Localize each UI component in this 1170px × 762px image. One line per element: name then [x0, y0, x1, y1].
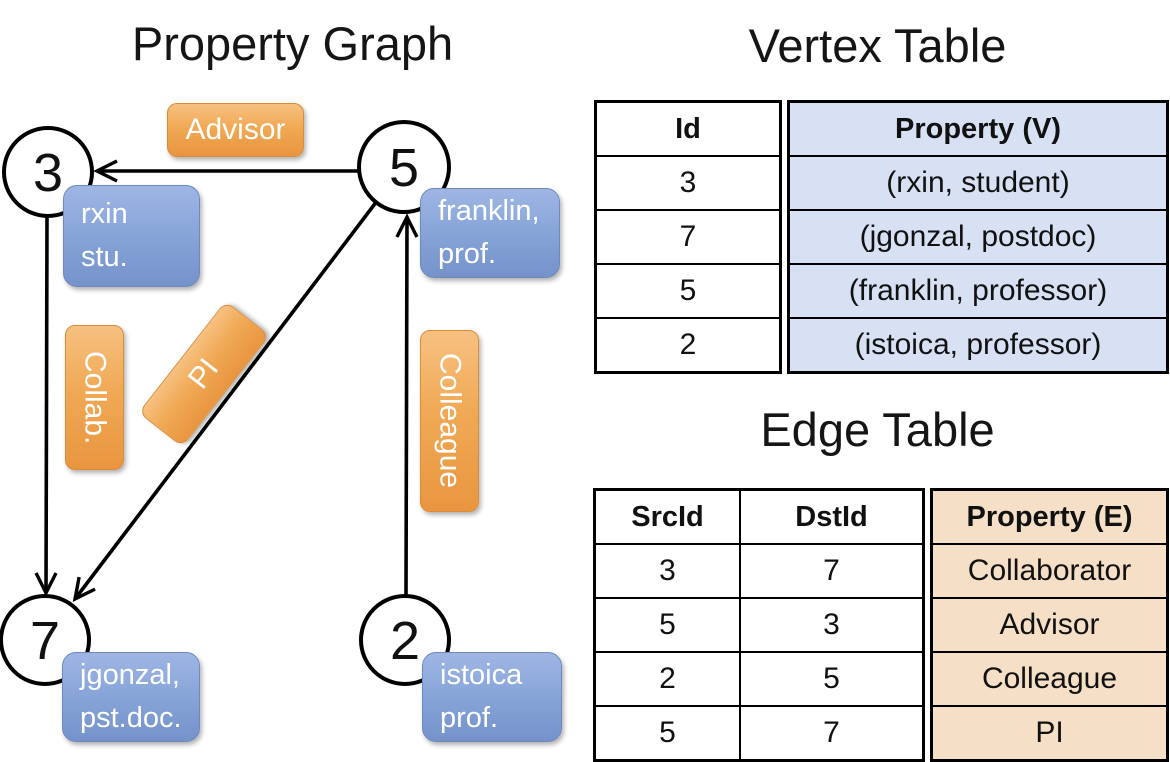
edge-table-property-column: Property (E) Collaborator Advisor Collea… [930, 488, 1169, 762]
edge-table-title: Edge Table [760, 403, 995, 456]
table-cell: 3 [596, 545, 741, 597]
property-graph-diagram: 3 5 7 2 [0, 120, 451, 686]
vertex-table-property-column: Property (V) (rxin, student) (jgonzal, p… [787, 100, 1169, 374]
edge-label-pi-text: PI [181, 352, 226, 396]
edge-line-collab-3-to-7 [34, 216, 58, 597]
table-cell: 5 [823, 662, 840, 695]
table-cell: 2 [597, 317, 779, 371]
table-row: 3 7 [596, 543, 922, 597]
node-2-id: 2 [390, 611, 420, 671]
edge-label-collab-text: Collab. [78, 350, 112, 445]
edge-line-pi-5-to-7 [72, 199, 379, 603]
table-cell: (istoica, professor) [790, 317, 1166, 371]
edge-table-header-property: Property (E) [933, 491, 1166, 543]
vertex-property-7: jgonzal, pst.doc. [62, 652, 200, 742]
vertex-property-5: franklin, prof. [420, 188, 560, 278]
table-cell: 5 [596, 707, 741, 759]
edge-label-colleague: Colleague [420, 330, 479, 512]
edge-label-colleague-text: Colleague [433, 353, 467, 489]
edge-label-advisor-text: Advisor [185, 113, 286, 146]
edge-table: SrcId DstId 3 7 5 3 2 5 5 7 Property (E)… [593, 488, 1169, 762]
vertex-table-header-id: Id [675, 112, 701, 145]
property-graph-title: Property Graph [131, 17, 454, 70]
table-cell: 2 [596, 653, 741, 705]
table-cell: Collaborator [933, 543, 1166, 597]
table-row: 5 3 [596, 597, 922, 651]
table-cell: (franklin, professor) [790, 263, 1166, 317]
vertex-table: Id 3 7 5 2 Property (V) (rxin, student) … [594, 100, 1169, 374]
table-row: SrcId DstId [596, 491, 922, 543]
node-5-id: 5 [389, 138, 419, 198]
edge-table-header-dstid: DstId [795, 500, 868, 533]
table-cell: Advisor [933, 597, 1166, 651]
edge-label-collab: Collab. [65, 325, 124, 470]
node-3-id: 3 [33, 143, 63, 203]
table-cell: 7 [597, 209, 779, 263]
table-cell: 3 [823, 608, 840, 641]
table-row: 5 7 [596, 705, 922, 759]
table-cell: Colleague [933, 651, 1166, 705]
table-cell: (rxin, student) [790, 155, 1166, 209]
table-cell: 7 [823, 716, 840, 749]
vertex-table-header-property: Property (V) [790, 103, 1166, 155]
table-cell: 5 [597, 263, 779, 317]
table-cell: 7 [823, 554, 840, 587]
vertex-table-title: Vertex Table [748, 19, 1007, 72]
node-7-id: 7 [30, 611, 60, 671]
edge-table-header-srcid: SrcId [596, 491, 741, 543]
vertex-property-2: istoica prof. [422, 652, 562, 742]
table-cell: 5 [596, 599, 741, 651]
vertex-table-id-column: Id 3 7 5 2 [594, 100, 782, 374]
table-cell: 3 [597, 155, 779, 209]
edge-line-colleague-2-to-5 [395, 213, 419, 596]
table-cell: (jgonzal, postdoc) [790, 209, 1166, 263]
vertex-property-3: rxin stu. [63, 185, 200, 287]
table-row: 2 5 [596, 651, 922, 705]
edge-table-src-dst-columns: SrcId DstId 3 7 5 3 2 5 5 7 [593, 488, 925, 762]
table-cell: PI [933, 705, 1166, 759]
edge-label-advisor: Advisor [167, 103, 304, 157]
